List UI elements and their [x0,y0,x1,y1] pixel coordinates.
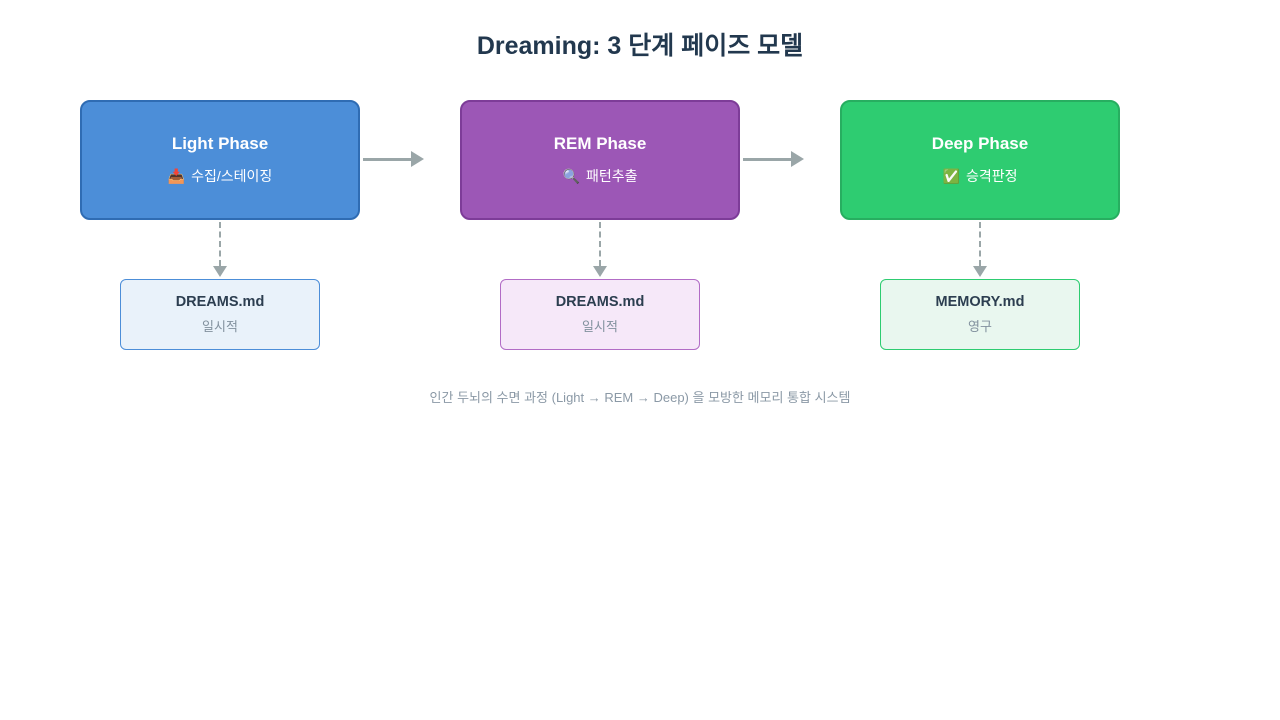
arrow-head-icon [973,266,987,277]
output-persistence-label: 일시적 [202,319,238,334]
dashed-arrow-rem-output [593,222,607,278]
check-mark-icon: ✅ [942,167,960,184]
phase-title: Light Phase [171,134,269,153]
output-node-memory-deep: MEMORY.md 영구 [880,279,1080,350]
arrow-head-icon [593,266,607,277]
phase-node-rem: REM Phase 🔍 패턴추출 [460,100,740,220]
magnifying-glass-icon: 🔍 [562,167,580,184]
phase-title: REM Phase [553,134,647,153]
phase-node-deep: Deep Phase ✅ 승격판정 [840,100,1120,220]
output-node-dreams-rem: DREAMS.md 일시적 [500,279,700,350]
phase-node-light: Light Phase 📥 수집/스테이징 [80,100,360,220]
dashed-arrow-deep-output [973,222,987,278]
arrow-shaft [363,157,411,161]
inbox-tray-icon: 📥 [167,167,186,184]
output-persistence-label: 일시적 [582,319,618,334]
phase-subtitle: ✅ 승격판정 [943,166,1018,186]
output-persistence-label: 영구 [968,319,992,334]
output-file-name: DREAMS.md [555,294,645,310]
arrow-head-icon [411,151,424,167]
arrow-shaft [219,222,221,266]
arrow-shaft [743,157,791,161]
phase-subtitle-label: 수집/스테이징 [191,168,273,184]
output-node-dreams-light: DREAMS.md 일시적 [120,279,320,350]
output-file-name: DREAMS.md [175,294,265,310]
arrow-head-icon [213,266,227,277]
phase-subtitle-label: 패턴추출 [585,168,638,184]
phase-subtitle: 📥 수집/스테이징 [168,166,273,186]
diagram-title: Dreaming: 3 단계 페이즈 모델 [476,32,804,60]
phase-subtitle-label: 승격판정 [965,168,1018,184]
dashed-arrow-light-output [213,222,227,278]
arrow-shaft [599,222,601,266]
arrow-shaft [979,222,981,266]
output-file-name: MEMORY.md [935,294,1025,310]
phase-subtitle: 🔍 패턴추출 [563,166,638,186]
phase-title: Deep Phase [931,134,1029,153]
diagram-caption: 인간 두뇌의 수면 과정 (Light → REM → Deep) 을 모방한 … [429,390,851,405]
arrow-head-icon [791,151,804,167]
